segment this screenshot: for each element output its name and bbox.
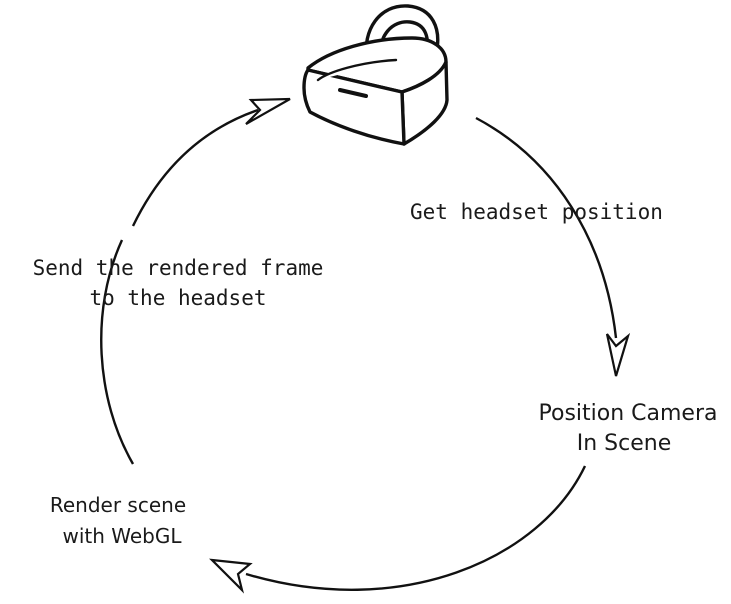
arrowhead-position-camera [605, 332, 631, 377]
label-render-line2: with WebGL [62, 524, 182, 548]
arrowhead-render [209, 558, 253, 594]
vr-headset-icon [302, 4, 449, 146]
arrow-to-headset [131, 108, 259, 227]
label-position-camera-line2: In Scene [577, 431, 672, 456]
arrow-to-render [245, 465, 587, 592]
label-send-line1: Send the rendered frame [33, 256, 324, 280]
arrow-to-position-camera [475, 116, 618, 339]
label-send-line2: to the headset [89, 286, 266, 310]
label-get-headset-position: Get headset position [410, 200, 663, 224]
arrowhead-headset [245, 97, 291, 125]
label-position-camera-line1: Position Camera [539, 401, 718, 426]
label-render-line1: Render scene [50, 493, 186, 517]
arrow-to-send [100, 239, 135, 465]
